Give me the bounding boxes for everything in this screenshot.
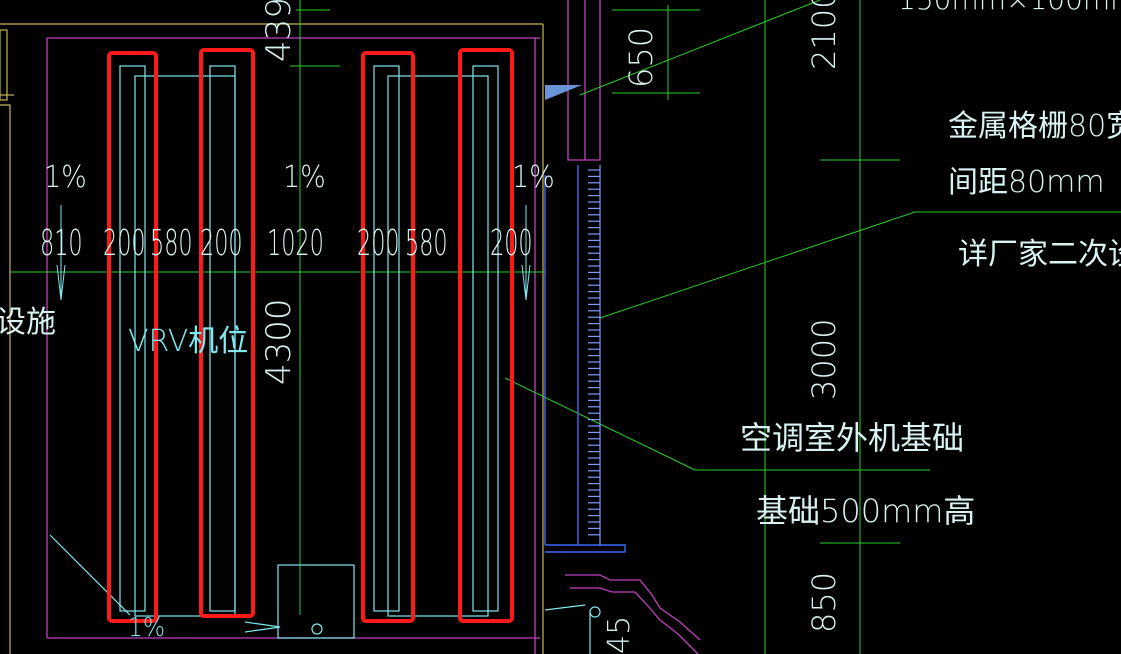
slope-label-right: 1% — [512, 160, 555, 195]
yellow-boundary — [0, 23, 544, 654]
grille-spec-line2: 间距80mm — [948, 165, 1105, 200]
dim-200-d: 200 — [490, 223, 533, 264]
dim-810: 810 — [40, 223, 83, 264]
left-edge-label: 设施 — [0, 305, 56, 340]
dim-4300: 4300 — [259, 298, 299, 385]
vendor-design-note: 详厂家二次设计 — [958, 237, 1121, 272]
ac-foundation-label: 空调室外机基础 — [740, 419, 965, 457]
dim-580-b: 580 — [405, 223, 448, 264]
dim-3000: 3000 — [805, 318, 843, 400]
dim-200-b: 200 — [200, 223, 243, 264]
foundation-height-label: 基础500mm高 — [756, 492, 976, 530]
dim-2100: 2100 — [805, 0, 843, 70]
top-partial-label: 150mm×100mm宽 — [898, 0, 1121, 14]
vrv-position-label: VRV机位 — [128, 324, 249, 359]
slope-label-center: 1% — [283, 160, 326, 195]
dim-45: 45 — [602, 615, 637, 654]
blue-triangle-marker — [545, 85, 582, 100]
dim-439: 439 — [259, 0, 299, 62]
dim-1020: 1020 — [267, 223, 324, 264]
magenta-room-boundary — [46, 0, 701, 654]
blue-lines — [544, 165, 626, 553]
slope-label-left: 1% — [44, 160, 87, 195]
metal-grille-ticks — [588, 165, 601, 545]
green-dimension-lines — [10, 0, 1121, 654]
slope-label-bottom: 1% — [128, 613, 166, 643]
red-highlight-strips — [107, 48, 514, 623]
dim-580-a: 580 — [150, 223, 193, 264]
dim-850: 850 — [805, 571, 843, 633]
dim-200-c: 200 — [357, 223, 400, 264]
grille-spec-line1: 金属格栅80宽, — [948, 109, 1121, 144]
dim-200-a: 200 — [103, 223, 146, 264]
cyan-equipment-outlines — [49, 65, 601, 654]
slope-arrows — [56, 205, 531, 301]
dim-650: 650 — [622, 26, 660, 88]
